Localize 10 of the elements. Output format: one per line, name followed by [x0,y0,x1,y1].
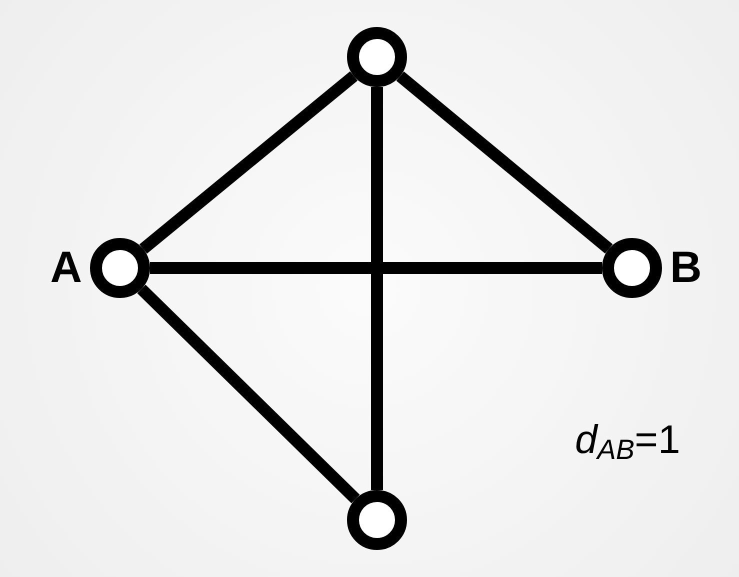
vertex-circle [347,27,407,87]
connector-line [396,72,613,254]
vertex-label: A [50,246,82,290]
connector-line [150,262,602,274]
vertex-circle [90,238,150,298]
distance-label: d$_{AB}$=1 [575,420,680,464]
vertex-label: B [670,246,702,290]
connector-line [137,284,360,504]
connector-line [139,71,358,254]
connector-line [371,87,383,490]
